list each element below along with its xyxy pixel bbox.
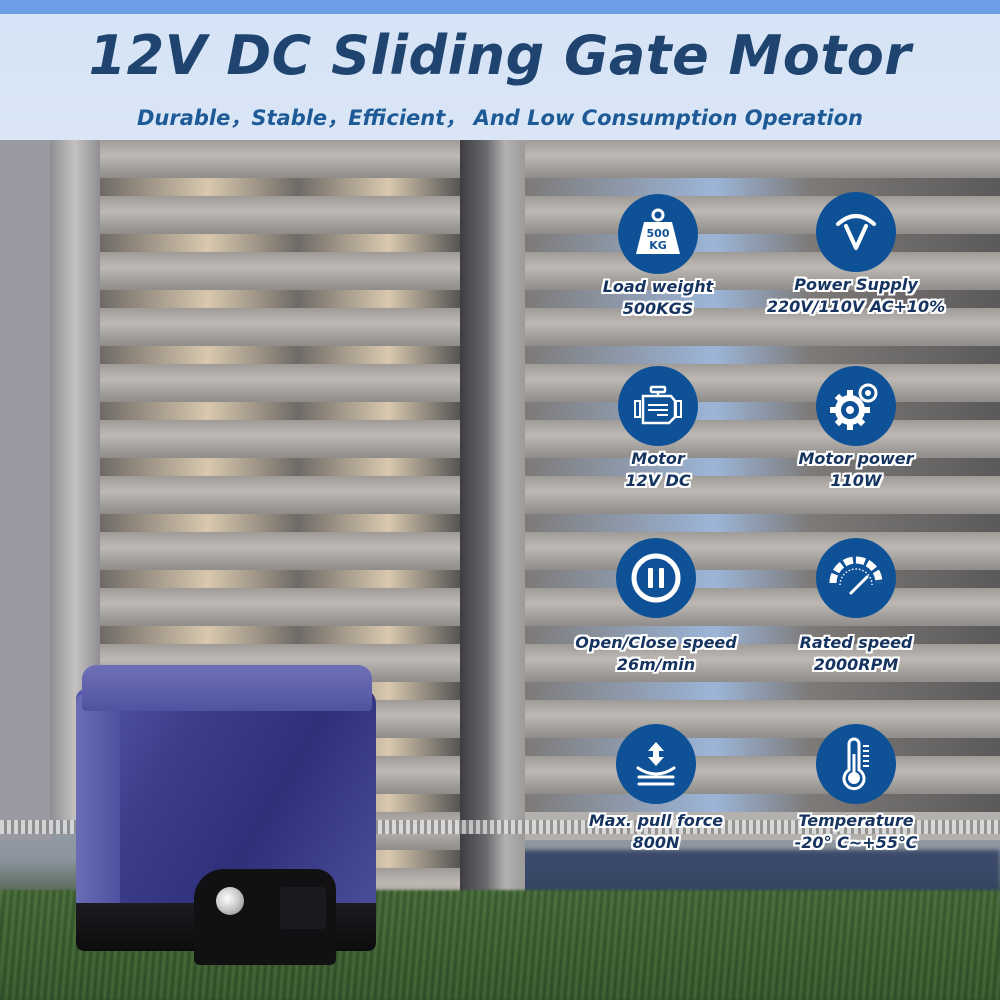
svg-text:500: 500	[647, 227, 670, 240]
feature-label: Motor	[631, 449, 685, 468]
gate-post-center	[460, 140, 525, 900]
feature-label: Max. pull force	[588, 811, 724, 830]
gate-panel-far	[0, 140, 50, 840]
feature-load-weight: 500 KG Load weight 500KGS	[558, 194, 758, 320]
page-title: 12V DC Sliding Gate Motor	[88, 24, 912, 87]
feature-label: Load weight	[602, 277, 714, 296]
motor-housing-side	[76, 693, 120, 919]
feature-label: Temperature	[798, 811, 914, 830]
gears-icon	[816, 366, 896, 446]
feature-open-close-speed: Open/Close speed 26m/min	[556, 538, 756, 676]
feature-label: Rated speed	[799, 633, 913, 652]
feature-rated-speed: Rated speed 2000RPM	[756, 538, 956, 676]
release-handle	[280, 887, 326, 929]
page-subtitle: Durable，Stable，Efficient， And Low Consum…	[136, 106, 864, 130]
top-bar	[0, 0, 1000, 14]
feature-value: -20° C~+55℃	[794, 833, 918, 852]
speedometer-icon	[816, 538, 896, 618]
weight-500kg-icon: 500 KG	[618, 194, 698, 274]
feature-label: Power Supply	[794, 275, 918, 294]
engine-icon	[618, 366, 698, 446]
thermometer-icon	[816, 724, 896, 804]
feature-value: 26m/min	[616, 655, 696, 674]
feature-temperature: Temperature -20° C~+55℃	[756, 724, 956, 854]
feature-value: 500KGS	[622, 299, 694, 318]
svg-text:KG: KG	[649, 239, 667, 252]
key-lock-icon	[216, 887, 244, 915]
feature-value: 2000RPM	[813, 655, 899, 674]
voltage-v-icon	[816, 192, 896, 272]
feature-motor-power: Motor power 110W	[756, 366, 956, 492]
feature-value: 12V DC	[625, 471, 691, 490]
feature-label: Open/Close speed	[575, 633, 737, 652]
title-banner	[0, 14, 1000, 140]
feature-value: 220V/110V AC+10%	[766, 297, 946, 316]
pull-force-icon	[616, 724, 696, 804]
motor-housing-top	[82, 665, 372, 711]
feature-motor: Motor 12V DC	[558, 366, 758, 492]
feature-max-pull-force: Max. pull force 800N	[556, 724, 756, 854]
feature-power-supply: Power Supply 220V/110V AC+10%	[756, 192, 956, 318]
pause-circle-icon	[616, 538, 696, 618]
gate-motor-product	[76, 665, 376, 965]
feature-value: 800N	[632, 833, 680, 852]
feature-label: Motor power	[798, 449, 914, 468]
feature-value: 110W	[830, 471, 882, 490]
